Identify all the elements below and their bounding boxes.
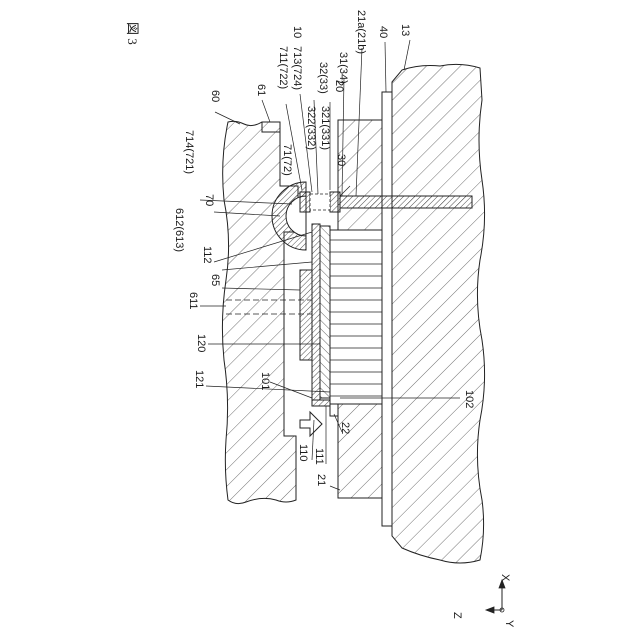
label-110: 110 [297,444,309,462]
component-71 [300,192,310,212]
label-65: 65 [209,274,221,286]
label-31: 31(34) [337,52,349,84]
label-21a: 21a(21b) [355,10,367,54]
label-10: 10 [291,26,303,38]
label-101: 101 [259,372,271,390]
label-40: 40 [377,26,389,38]
lead-pins [330,230,382,404]
label-322: 322(332) [305,106,317,150]
label-112: 112 [201,246,213,264]
arrow-110 [300,412,322,436]
label-13: 13 [399,24,411,36]
label-120: 120 [195,334,207,352]
figure-title: 図 3 [125,22,140,45]
label-713: 713(724) [291,46,303,90]
block-60 [222,121,298,503]
label-32: 32(33) [317,62,329,94]
label-30: 30 [335,154,347,166]
label-714: 714(721) [183,130,195,174]
plate-40 [382,92,392,526]
label-611: 611 [187,292,199,310]
label-61: 61 [255,84,267,96]
label-102: 102 [463,390,475,408]
substrate-120 [320,226,330,398]
label-22: 22 [339,422,351,434]
substrate-112 [312,224,320,400]
axis-y-label: Y [503,620,515,628]
axis-z-label: Z [451,612,463,619]
component-32 [310,194,330,210]
label-121: 121 [193,370,205,388]
component-30 [330,192,340,212]
label-71: 71(72) [281,144,293,176]
lead-21a [340,196,472,208]
part-101 [312,400,330,406]
label-111: 111 [313,448,325,465]
body-13 [392,64,485,563]
label-711: 711(722) [277,46,289,89]
label-70: 70 [203,194,215,206]
label-21: 21 [315,474,327,486]
axis-indicator: X Z Y [451,574,515,628]
label-321: 321(331) [319,106,331,150]
axis-x-label: X [499,574,511,582]
label-612: 612(613) [173,208,185,252]
label-60: 60 [209,90,221,102]
pad-65 [300,270,312,360]
